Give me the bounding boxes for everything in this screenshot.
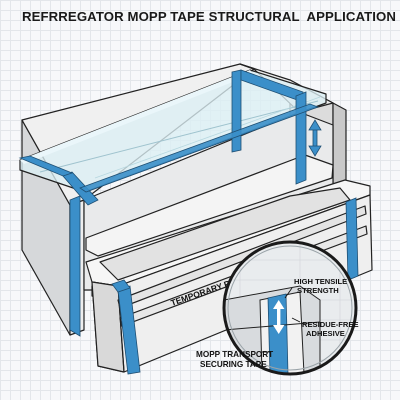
- magnifier-callout: [222, 240, 358, 376]
- mopp-tape-vertical-right: [231, 69, 307, 185]
- diagram-title: REFRREGATOR MOPP TAPE STRUCTURAL APPLICA…: [22, 9, 397, 24]
- high-tensile-label-line2: STRENGTH: [297, 286, 339, 295]
- mopp-tape-drawer-left: [111, 279, 141, 375]
- mopp-tape-drawer-right: [345, 197, 359, 281]
- vertical-arrow-icon: [308, 119, 322, 157]
- mopp-tape-top-strip: [79, 103, 320, 193]
- mopp-transport-label-line1: MOPP TRANSPORT: [196, 350, 273, 359]
- residue-free-label-line2: ADHESIVE: [306, 329, 345, 338]
- high-tensile-label-line1: HIGH TENSILE: [294, 277, 347, 286]
- glass-panel: [19, 69, 327, 193]
- residue-free-label-line1: RESIDUE-FREE: [302, 320, 359, 329]
- mopp-transport-label-line2: SECURING TAPE: [200, 360, 267, 369]
